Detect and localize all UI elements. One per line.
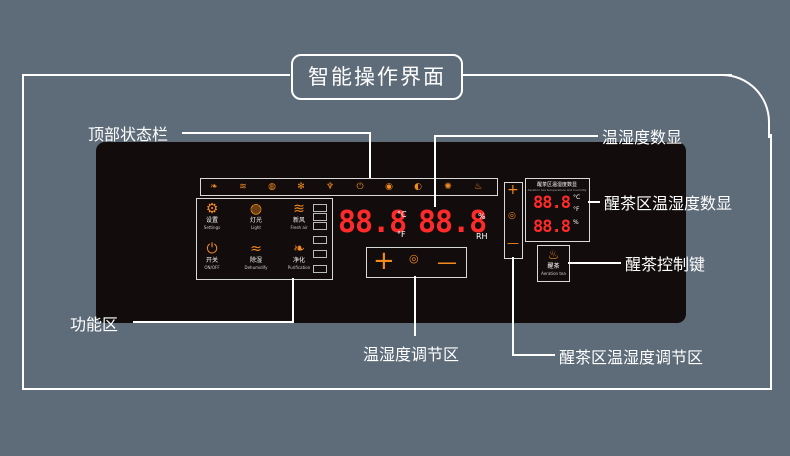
- indicator-tag: [313, 250, 327, 258]
- steam-cup-icon: ♨: [547, 248, 560, 263]
- tea-plus-button[interactable]: +: [507, 182, 519, 198]
- indicator-tag: [313, 265, 327, 273]
- tea-unit-percent: %: [573, 219, 579, 226]
- callout-status-bar: 顶部状态栏: [88, 125, 169, 144]
- water-icon: ♆: [325, 182, 335, 192]
- gear-icon: ⚙: [205, 201, 219, 217]
- power-icon: ⏻: [356, 182, 364, 192]
- tea-display-header: 醒茶区温湿度数显: [536, 182, 577, 188]
- callout-tea-control-key: 醒茶控制键: [625, 255, 706, 274]
- purification-button[interactable]: ❧ 净化 Purification: [281, 241, 317, 270]
- tea-display-subheader: Aeration tea temperature and humidity: [527, 188, 587, 192]
- wind-icon: ≋: [293, 201, 305, 217]
- tea-unit-fahrenheit: °F: [573, 206, 580, 213]
- waves-icon: ≈: [250, 241, 262, 257]
- indicator-tag: [313, 213, 327, 221]
- frame-top-right: [462, 74, 732, 76]
- settings-button[interactable]: ⚙ 设置 Settings: [194, 201, 230, 230]
- indicator-tag: [313, 236, 327, 244]
- tea-minus-button[interactable]: —: [507, 236, 519, 250]
- plus-button[interactable]: +: [373, 246, 395, 276]
- unit-celsius: °C: [397, 210, 407, 219]
- callout-temp-humidity-display: 温湿度数显: [602, 128, 683, 147]
- light-button[interactable]: ◍ 灯光 Light: [238, 201, 274, 230]
- callout-tea-display: 醒茶区温湿度数显: [604, 194, 733, 213]
- tea-humidity-readout: 88.8: [533, 217, 571, 237]
- unit-fahrenheit: °F: [397, 230, 406, 239]
- page-title: 智能操作界面: [291, 54, 463, 100]
- frame-top-left: [22, 74, 290, 76]
- dehumidify-button[interactable]: ≈ 除湿 Dehumidify: [238, 241, 274, 270]
- temperature-readout: 88.8: [338, 205, 407, 240]
- steam-icon: ♨: [473, 182, 483, 192]
- power-button[interactable]: ⏻ 开关 ON/OFF: [194, 241, 230, 270]
- aeration-tea-button[interactable]: ♨ 醒茶 Aeration tea: [537, 245, 570, 282]
- swirl-icon: ◎: [508, 211, 516, 221]
- status-bar: ❧ ≋ ◍ ✻ ♆ ⏻ ◉ ◐ ✺ ♨: [200, 178, 498, 196]
- leaf-icon: ❧: [210, 182, 218, 192]
- sun-icon: ✺: [444, 182, 452, 192]
- indicator-tag: [313, 204, 327, 212]
- callout-temp-humidity-adjust: 温湿度调节区: [363, 345, 460, 364]
- callout-tea-adjust: 醒茶区温湿度调节区: [559, 348, 704, 367]
- power-icon: ⏻: [206, 241, 218, 257]
- temp-humidity-adjust: [366, 247, 467, 278]
- tea-temperature-readout: 88.8: [533, 193, 571, 213]
- fan-icon: ≋: [239, 182, 247, 192]
- leaf-icon: ❧: [293, 241, 305, 257]
- control-panel: [96, 142, 686, 323]
- bulb-icon: ◍: [268, 182, 276, 192]
- unit-rh: RH: [476, 232, 488, 241]
- fresh-air-button[interactable]: ≋ 新风 Fresh air: [281, 201, 317, 230]
- humidity-readout: 88.8: [418, 205, 487, 240]
- function-area: [196, 198, 333, 280]
- target-icon: ◉: [385, 182, 393, 192]
- snowflake-icon: ✻: [297, 182, 305, 192]
- minus-button[interactable]: —: [437, 250, 457, 274]
- swirl-icon: ◎: [409, 252, 419, 265]
- bulb-icon: ◍: [249, 201, 263, 217]
- tea-display: [525, 178, 590, 242]
- outer-frame: [22, 76, 772, 390]
- indicator-tag: [313, 222, 327, 230]
- tea-unit-celsius: °C: [573, 194, 581, 201]
- callout-function-area: 功能区: [70, 315, 119, 334]
- drop-icon: ◐: [414, 182, 422, 192]
- unit-percent: %: [478, 212, 486, 221]
